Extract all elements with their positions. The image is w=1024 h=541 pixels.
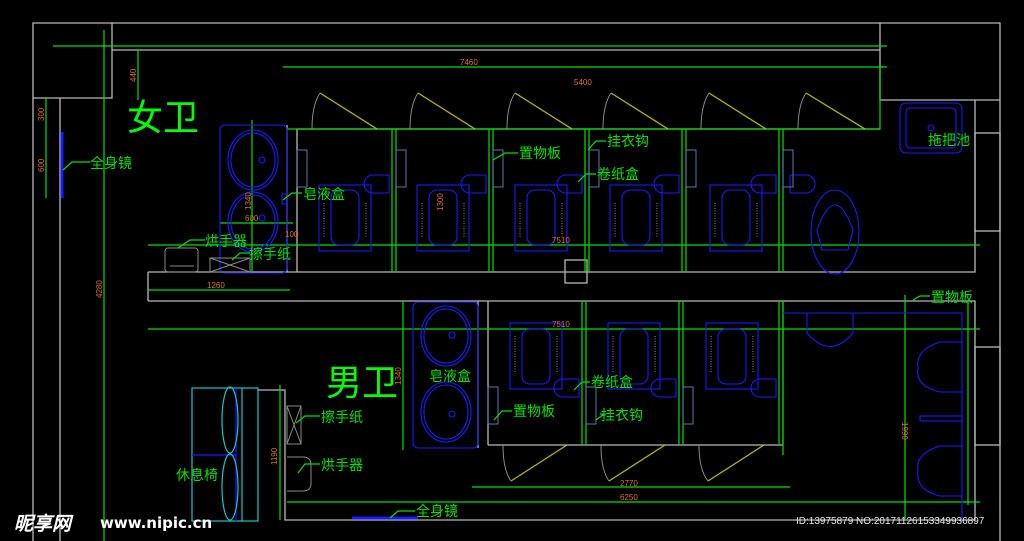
room-title-men: 男卫 xyxy=(326,363,398,404)
dim-7510-women: 7510 xyxy=(552,236,570,245)
paper-holders xyxy=(363,174,816,194)
room-title-women: 女卫 xyxy=(127,98,199,139)
label-soap-men: 皂液盒 xyxy=(429,368,471,385)
label-bench: 休息椅 xyxy=(176,467,218,484)
women-stalls xyxy=(296,92,866,275)
dimension-texts: 7460 5400 440 300 600 1340 600 100 1300 … xyxy=(37,58,909,502)
men-sinks xyxy=(412,301,479,449)
dim-7510-men: 7510 xyxy=(552,320,570,329)
label-paper-women: 卷纸盒 xyxy=(597,166,639,183)
label-dryer-women: 烘手器 xyxy=(205,234,247,250)
watermark-url: www.nipic.cn xyxy=(100,514,212,532)
label-shelf-women: 置物板 xyxy=(519,146,561,162)
dim-300: 300 xyxy=(37,107,46,121)
stall-doors xyxy=(319,92,866,130)
dim-1300: 1300 xyxy=(436,193,445,211)
dim-1340-women: 1340 xyxy=(244,192,253,210)
shelves xyxy=(296,149,794,188)
urinal-women xyxy=(810,189,860,275)
men-stalls xyxy=(487,301,784,482)
label-shelf-men: 置物板 xyxy=(513,404,555,420)
watermark-brand: 昵享网 xyxy=(14,513,74,535)
mop-sink xyxy=(899,102,963,154)
women-sinks xyxy=(219,124,288,274)
dim-1990: 1990 xyxy=(900,422,909,440)
dim-4280: 4280 xyxy=(95,280,104,298)
dim-600-left: 600 xyxy=(37,158,46,172)
watermark: 昵享网 www.nipic.cn ID:13975879 NO:20171126… xyxy=(14,513,985,535)
label-towel-men: 擦手纸 xyxy=(321,409,363,426)
watermark-id: ID:13975879 NO:20171126153349936897 xyxy=(796,516,985,527)
label-shelf-men-right: 置物板 xyxy=(931,290,973,306)
label-hook-women: 挂衣钩 xyxy=(607,134,649,150)
dryer-men xyxy=(286,405,312,492)
labels: 全身镜 皂液盒 烘手器 擦手纸 置物板 挂衣钩 卷纸盒 拖把池 置物板 皂液盒 … xyxy=(90,133,973,520)
dim-440: 440 xyxy=(129,68,138,82)
dim-1340-men: 1340 xyxy=(394,367,403,385)
label-towel-women: 擦手纸 xyxy=(249,246,291,263)
squat-toilets xyxy=(318,184,763,252)
dim-5400: 5400 xyxy=(574,78,592,87)
label-dryer-men: 烘手器 xyxy=(321,458,363,474)
men-urinals xyxy=(783,312,963,520)
label-paper-men: 卷纸盒 xyxy=(591,374,633,391)
dim-1260: 1260 xyxy=(207,281,225,290)
dim-600-sink: 600 xyxy=(245,214,259,223)
label-soap-women: 皂液盒 xyxy=(303,186,345,203)
bench xyxy=(191,386,259,522)
label-mirror-women: 全身镜 xyxy=(90,155,132,172)
dim-1190: 1190 xyxy=(270,447,279,465)
dim-6250: 6250 xyxy=(620,493,638,502)
label-mop-sink: 拖把池 xyxy=(928,133,970,149)
dim-100: 100 xyxy=(285,230,299,239)
label-mirror-men: 全身镜 xyxy=(416,503,458,520)
label-hook-men: 挂衣钩 xyxy=(601,408,643,424)
dim-2770: 2770 xyxy=(620,479,638,488)
dryer-women xyxy=(164,247,251,273)
dim-7460: 7460 xyxy=(460,58,478,67)
